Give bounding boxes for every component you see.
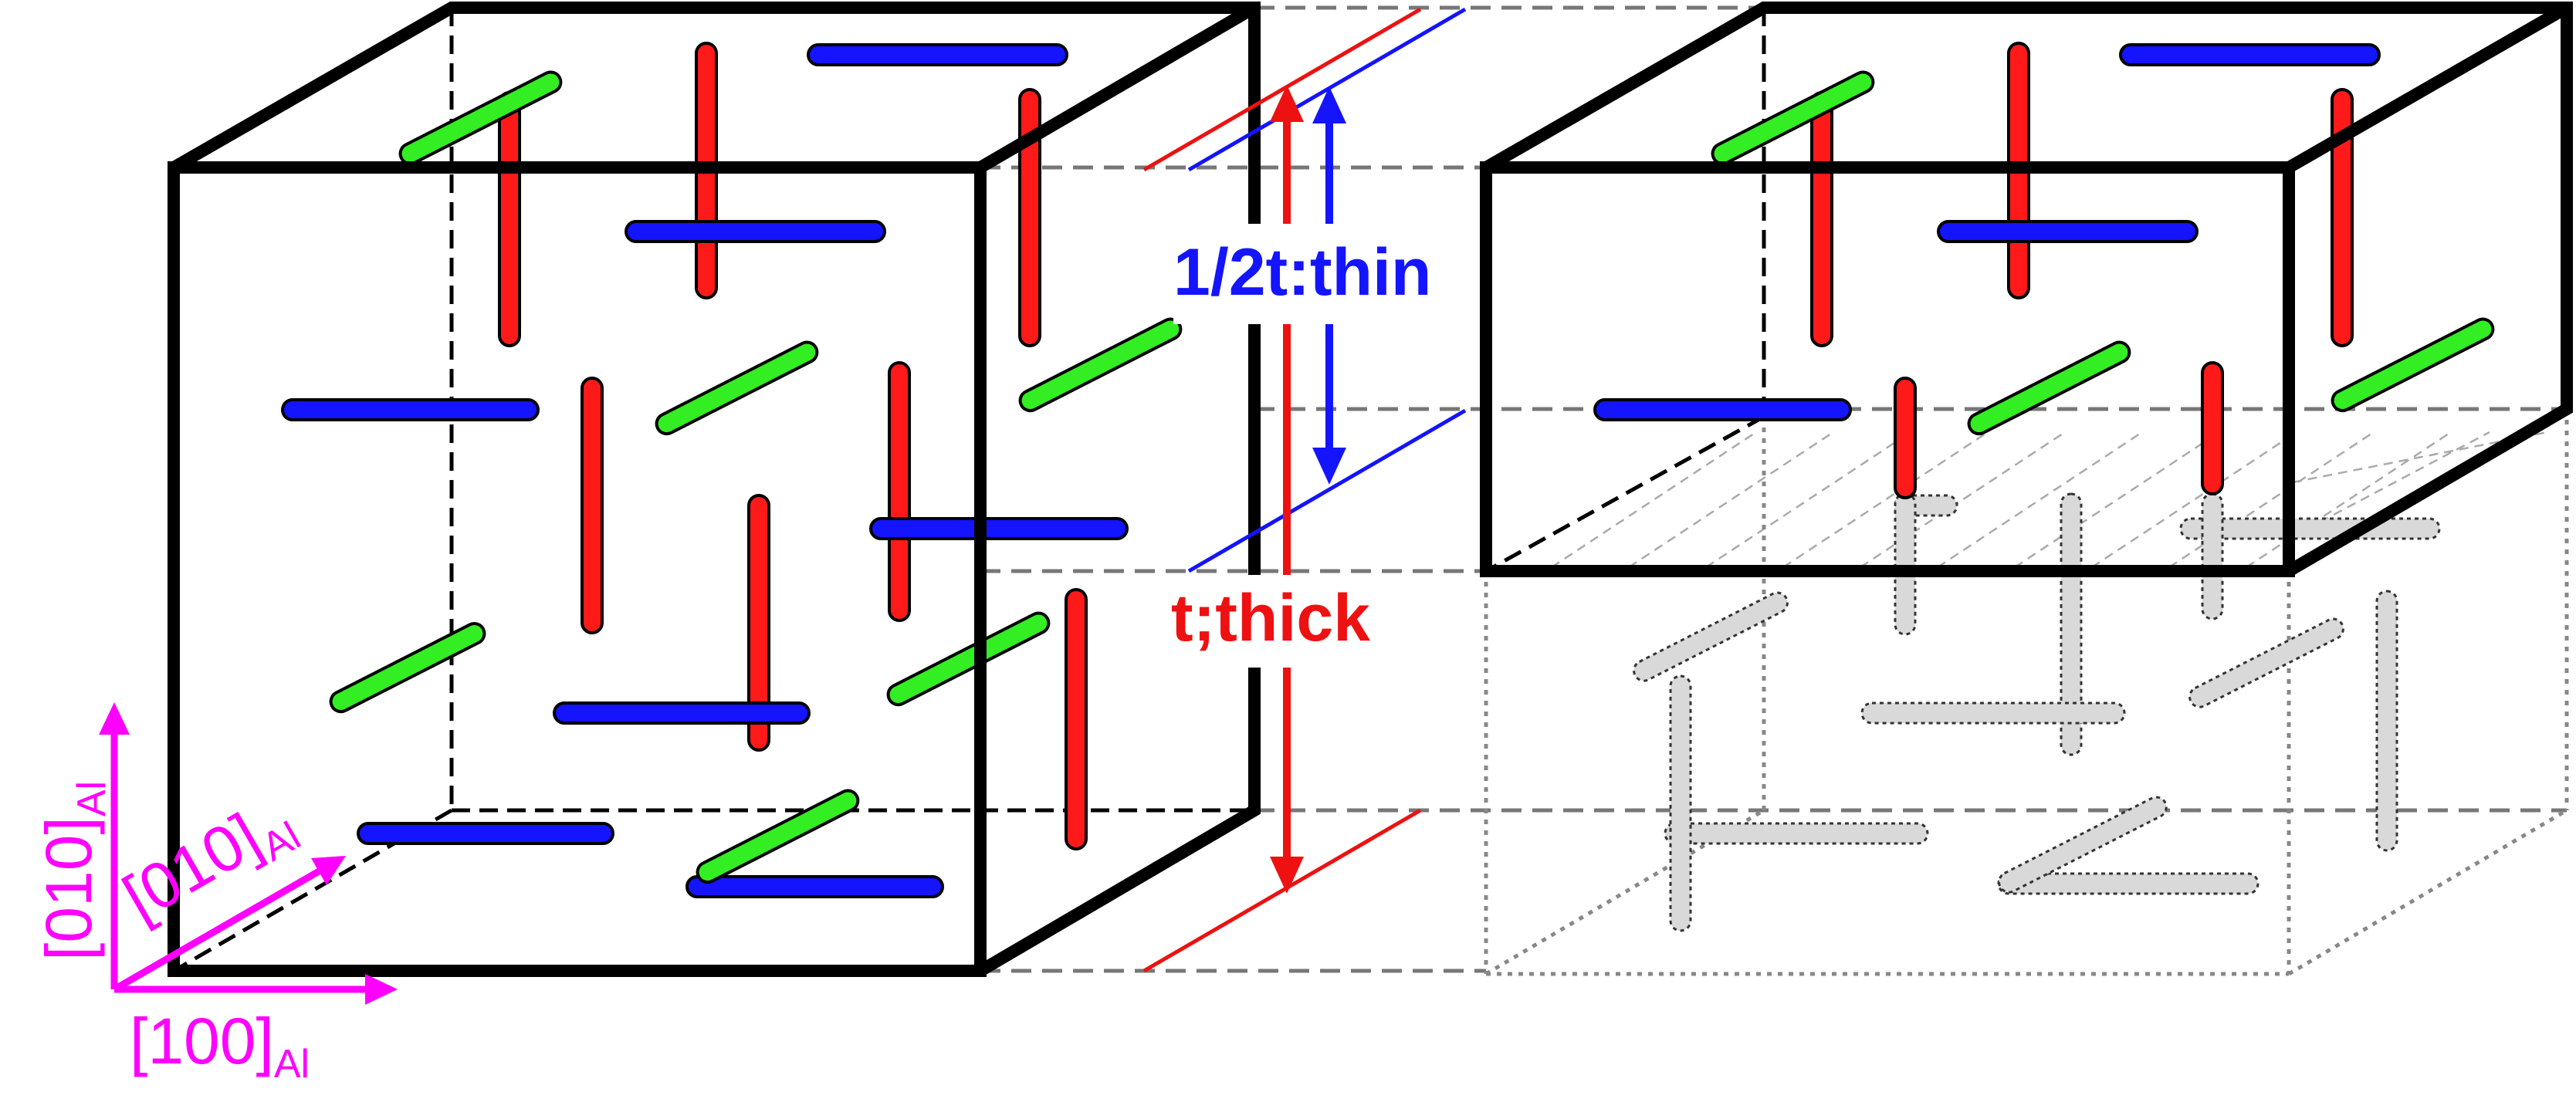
left-block: [168, 1, 1261, 977]
thin-reference-lines: [1187, 7, 1467, 573]
blue-rod: [625, 220, 886, 243]
blue-rod: [553, 701, 811, 725]
thin-thickness-label: 1/2t:thin: [1173, 235, 1431, 309]
left-front-face: [168, 161, 987, 977]
axis-diagonal-label: [010]Al: [111, 782, 308, 942]
left-top-right-edge: [977, 2, 1258, 173]
green-rod: [2331, 317, 2495, 413]
green-rod: [1018, 317, 1183, 413]
thick-thickness-label: t;thick: [1171, 581, 1370, 655]
ghost-rod: [2375, 590, 2398, 852]
green-rod: [655, 340, 819, 436]
red-rod: [498, 91, 521, 347]
thick-arrow: [1270, 85, 1304, 894]
axis-horizontal-label: [100]Al: [130, 1005, 310, 1087]
blue-rod: [1593, 398, 1852, 421]
blue-rod: [869, 517, 1129, 540]
blue-rod: [357, 822, 614, 845]
ghost-rod: [2201, 492, 2224, 620]
right-hidden-edges: [1484, 8, 1766, 573]
ghost-rod: [1664, 822, 1929, 845]
ghost-rod: [1894, 492, 1917, 636]
thick-label-background: [1167, 575, 1399, 668]
green-rod: [329, 622, 486, 714]
ghost-rod: [1998, 796, 2168, 894]
axis-diagonal-arrowhead: [311, 856, 346, 885]
red-rod: [1894, 377, 1917, 499]
red-rod: [2201, 361, 2224, 495]
red-rod: [1065, 588, 1088, 850]
red-rod: [2331, 88, 2354, 347]
right-block-ghost: [1484, 409, 2569, 976]
ghost-rod: [2060, 492, 2083, 756]
blue-rod: [1937, 220, 2199, 243]
green-rod: [398, 70, 563, 166]
left-visible-edges: [168, 1, 1261, 977]
blue-rod: [807, 43, 1068, 66]
right-front-face: [1480, 161, 2295, 577]
right-top-right-edge: [2286, 2, 2570, 173]
thin-label-background: [1173, 224, 1474, 324]
axis-diagonal: [112, 865, 327, 992]
red-rod: [1018, 88, 1041, 347]
blue-rod: [685, 875, 944, 898]
left-rods: [281, 42, 1183, 898]
green-rod: [1967, 340, 2131, 436]
ghost-rod: [2188, 617, 2344, 708]
cut-plane-hatching: [1551, 431, 2548, 569]
right-block: [1480, 1, 2573, 577]
red-rod: [747, 494, 770, 752]
ghost-rod: [1669, 674, 1692, 932]
blue-rod: [281, 398, 540, 421]
green-rod: [1711, 70, 1875, 166]
red-rod: [581, 377, 604, 634]
red-rod: [1810, 91, 1833, 347]
ghost-rods: [1633, 492, 2441, 932]
ghost-rod: [1633, 591, 1789, 682]
axis-vertical-arrowhead: [99, 702, 130, 735]
thick-reference-lines: [1142, 7, 1422, 973]
ghost-edge-right-bottom: [2287, 808, 2568, 976]
axis-vertical-label: [010]Al: [32, 781, 114, 961]
thickness-markers: 1/2t:thin t;thick: [1142, 7, 1474, 973]
green-rod: [886, 611, 1051, 707]
red-rod: [888, 361, 911, 622]
right-rods: [1593, 42, 2495, 499]
ghost-rod: [1860, 701, 2126, 725]
blue-rod: [2119, 43, 2381, 66]
green-rod: [696, 789, 860, 884]
axis-horizontal-arrowhead: [365, 974, 398, 1005]
right-visible-edges: [1480, 1, 2573, 577]
left-outline-back: [171, 1, 1261, 976]
crystal-axes: [010]Al [010]Al [100]Al: [32, 702, 398, 1087]
